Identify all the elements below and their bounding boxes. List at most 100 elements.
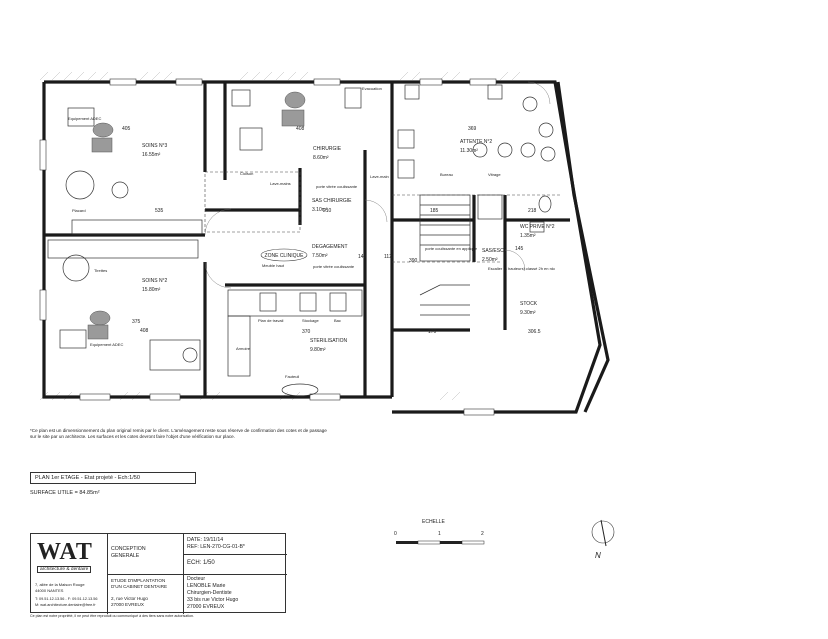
client-line-3: Chirurgien-Dentiste xyxy=(187,590,232,596)
annot-sasesc-note: Escalier (3 hauteurs) classé 2h en rdc xyxy=(488,266,555,271)
waiting-chairs xyxy=(397,84,556,179)
annot-stockage: Stockage xyxy=(302,318,319,323)
dim-375: 375 xyxy=(132,319,141,325)
logo-subtitle: architecture & dentaire xyxy=(37,566,92,573)
annot-sas-note: porte vitrée coulissante xyxy=(316,184,358,189)
dim-405: 405 xyxy=(122,126,131,132)
annotations: Equipement ADEC Equipement ADEC Evacuati… xyxy=(68,86,555,379)
dim-170: 170 xyxy=(428,329,437,335)
surface-label: SURFACE UTILE = 84.85m² xyxy=(30,490,100,496)
plan-note: *Ce plan est un dimensionnement du plan … xyxy=(30,428,327,439)
wc-fixtures xyxy=(529,195,552,233)
room-attente-name: ATTENTE N°2 xyxy=(460,139,492,145)
dental-chair-chirurgie xyxy=(231,87,362,151)
room-sas-area: 3.10m² xyxy=(312,207,328,213)
title-block: WAT architecture & dentaire 7, allée de … xyxy=(30,533,287,614)
scale: ECH: 1/50 xyxy=(187,560,215,566)
room-soins2-area: 15.80m² xyxy=(142,287,161,293)
annot-equip1: Equipement ADEC xyxy=(68,116,101,121)
client-cell: Docteur LENOBLE Marie Chirurgien-Dentist… xyxy=(183,574,287,614)
room-wc-name: WC PRIVE N°2 xyxy=(520,224,555,230)
site-line-2: 27000 EVREUX xyxy=(111,602,144,607)
client-line-4: 33 bis rue Victor Hugo xyxy=(187,597,239,603)
annot-armoire: Armoire xyxy=(236,346,251,351)
client-line-5: 27000 EVREUX xyxy=(187,604,225,610)
logo: WAT xyxy=(37,539,93,565)
annot-placard: Placard xyxy=(72,208,86,213)
room-sas-name: SAS CHIRURGIE xyxy=(312,198,352,204)
dental-chair-soins2 xyxy=(47,239,201,371)
dim-306: 306.5 xyxy=(528,329,541,335)
annot-vitrage: Vitrage xyxy=(488,172,501,177)
scale-tick-0: 0 xyxy=(394,531,397,537)
annot-evacuation: Evacuation xyxy=(362,86,382,91)
zone-clinique-text: ZONE CLINIQUE xyxy=(265,253,305,259)
dim-112: 112 xyxy=(384,254,392,260)
study-cell: ETUDE D'IMPLANTATION D'UN CABINET DENTAI… xyxy=(107,574,184,614)
annot-bac: Bac xyxy=(334,318,341,323)
annot-meuble: Meuble haut xyxy=(262,263,285,268)
scale-bar: ECHELLE 0 1 2 xyxy=(394,519,485,545)
dim-390: 390 xyxy=(409,258,418,264)
annot-wc-note: porte coulissante en applique xyxy=(425,246,478,251)
dimensions: 405 535 408 408 370 369 185 218 145 170 … xyxy=(122,126,541,335)
scale-tick-1: 1 xyxy=(438,531,441,537)
zone-clinique-label: ZONE CLINIQUE xyxy=(260,248,308,262)
windows xyxy=(39,78,497,416)
room-degagement-name: DEGAGEMENT xyxy=(312,244,348,250)
annot-equip2: Equipement ADEC xyxy=(90,342,123,347)
study-line-2: D'UN CABINET DENTAIRE xyxy=(111,584,168,589)
annot-lavemain: Lave-main xyxy=(370,174,389,179)
firm-mail: M: wat.architecture.dentaire@free.fr xyxy=(35,603,96,607)
annot-bureau: Bureau xyxy=(440,172,453,177)
door-swings xyxy=(204,81,551,289)
north-arrow: N xyxy=(591,519,615,560)
dim-408: 408 xyxy=(140,328,149,334)
dim-210: 210 xyxy=(323,208,332,214)
north-label: N xyxy=(595,551,601,560)
room-soins3-name: SOINS N°3 xyxy=(142,143,168,149)
staircase xyxy=(419,194,503,316)
dim-145: 145 xyxy=(515,246,524,252)
client-line-2: LENOBLE Marie xyxy=(187,583,226,589)
dim-369: 369 xyxy=(468,126,477,132)
phase-cell: CONCEPTION GENERALE xyxy=(107,534,184,575)
room-soins3-area: 16.55m² xyxy=(142,152,161,158)
firm-tel: T: 09.51.12.13.56 - F: 09.51.12.13.56 xyxy=(35,597,98,601)
firm-address-1: 7, allée de la Maison Rouge xyxy=(35,582,85,587)
scale-tick-2: 2 xyxy=(481,531,484,537)
dim-370: 370 xyxy=(302,329,311,335)
room-labels: SOINS N°3 16.55m² SOINS N°2 15.80m² CHIR… xyxy=(142,139,555,353)
annot-plan-travail: Plan de travail xyxy=(258,318,283,323)
room-sterilisation-name: STERILISATION xyxy=(310,338,348,344)
logo-area: WAT architecture & dentaire 7, allée de … xyxy=(31,534,108,614)
dental-chair-soins3 xyxy=(65,107,203,235)
phase-line-2: GENERALE xyxy=(111,553,140,559)
client-line-1: Docteur xyxy=(187,576,206,582)
date-cell: DATE: 19/11/14 REF: LEN-270-CG-01-B* xyxy=(183,534,287,555)
phase-line-1: CONCEPTION xyxy=(111,546,146,552)
room-attente-area: 11.30m² xyxy=(460,148,478,154)
annot-fauteuil: Fauteuil xyxy=(285,374,299,379)
room-chirurgie-name: CHIRURGIE xyxy=(313,146,342,152)
room-sasesc-area: 2.50m² xyxy=(482,257,498,263)
scale-bar-label: ECHELLE xyxy=(422,519,445,525)
plan-title-box: PLAN 1er ETAGE - Etat projeté - Ech:1/50 xyxy=(30,472,196,484)
firm-address-2: 44000 NANTES xyxy=(35,588,64,593)
room-sasesc-name: SAS/ESC. xyxy=(482,248,505,254)
room-stock-name: STOCK xyxy=(520,301,538,307)
dim-408b: 408 xyxy=(296,126,305,132)
dim-140: 140 xyxy=(358,254,367,260)
room-chirurgie-area: 8.60m² xyxy=(313,155,329,161)
title-block-footer: Ce plan est notre propriété, il ne peut … xyxy=(30,614,195,618)
study-line-1: ETUDE D'IMPLANTATION xyxy=(111,578,166,583)
sterilisation-furniture xyxy=(227,289,363,397)
annot-cloison: Cloison xyxy=(240,171,253,176)
plan-title: PLAN 1er ETAGE - Etat projeté - Ech:1/50 xyxy=(35,475,140,481)
room-wc-area: 1.35m² xyxy=(520,233,536,239)
date: DATE: 19/11/14 xyxy=(187,537,224,543)
zone-dash-lines xyxy=(204,171,560,263)
reference: REF: LEN-270-CG-01-B* xyxy=(187,544,245,550)
dim-218: 218 xyxy=(528,208,537,214)
